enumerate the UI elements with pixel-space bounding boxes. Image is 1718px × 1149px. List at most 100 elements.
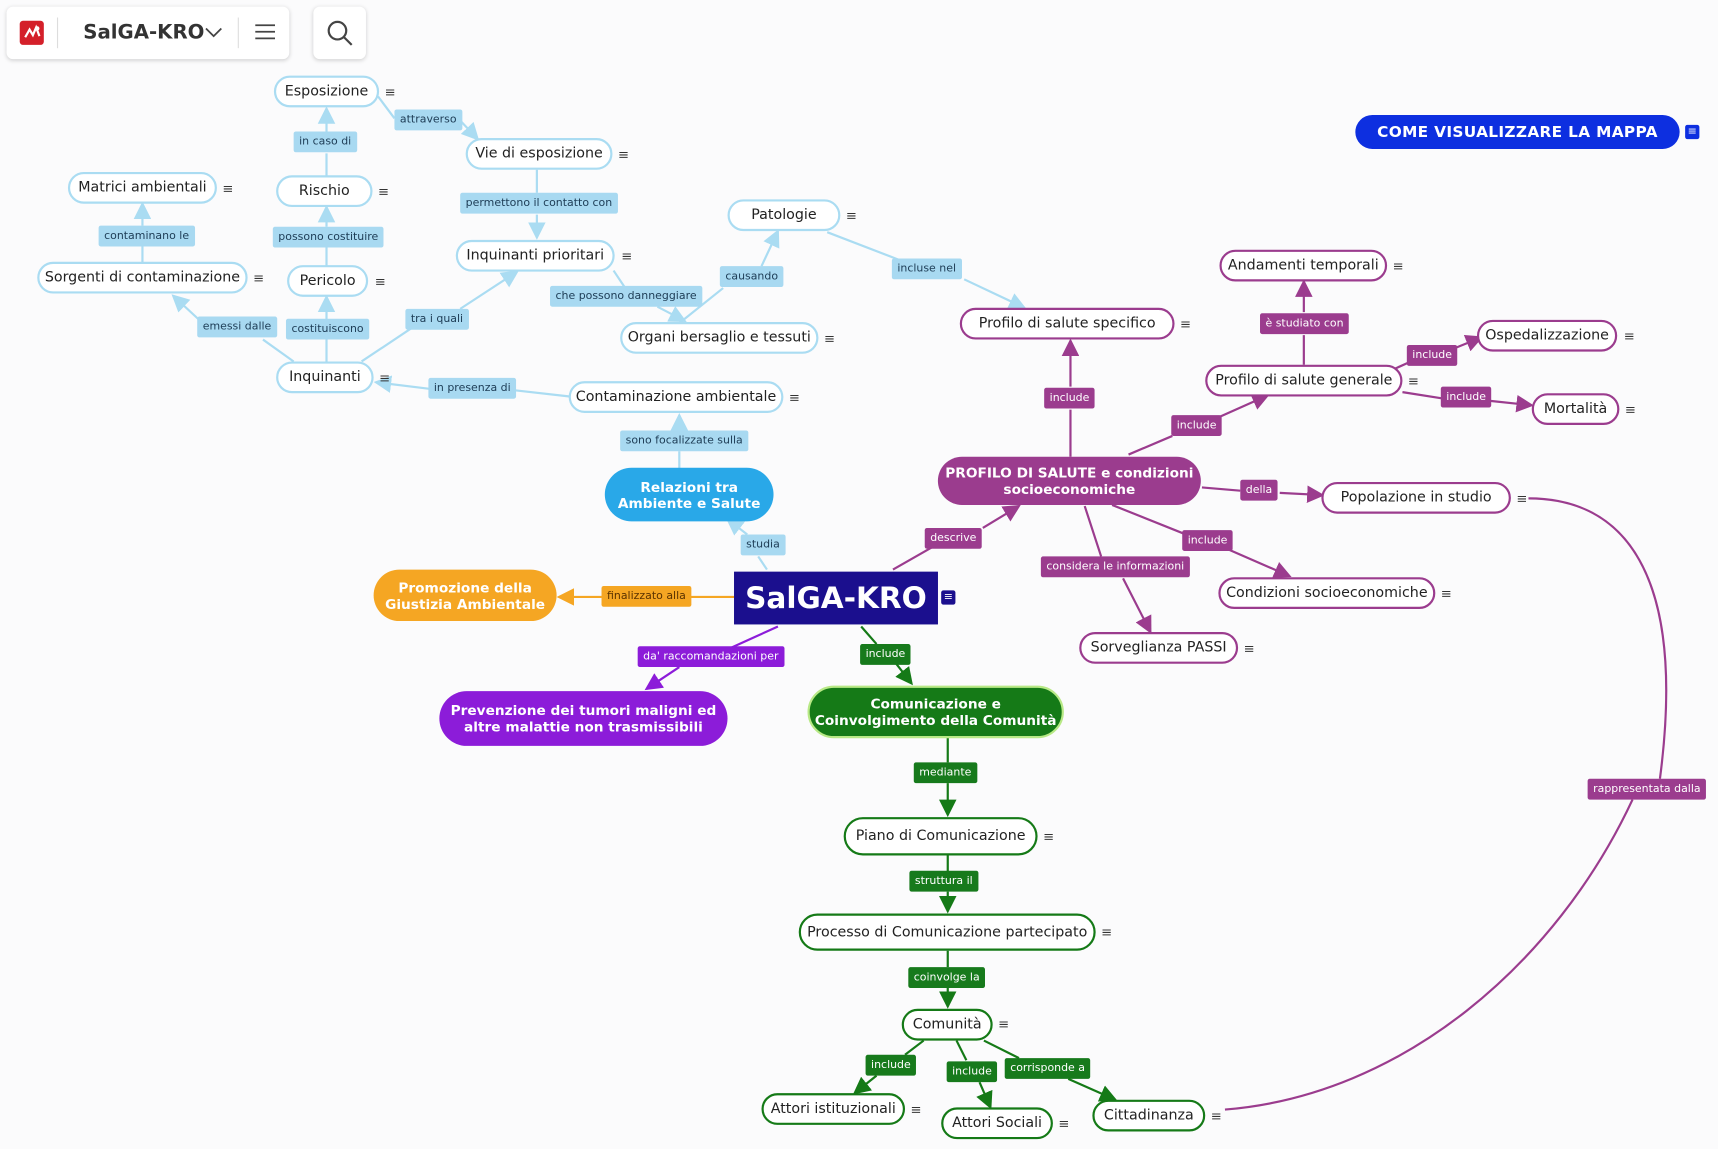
node-matrici[interactable]: Matrici ambientali (67, 171, 217, 204)
node-organi[interactable]: Organi bersaglio e tessuti (620, 322, 819, 354)
link-label-emessi-dalle: emessi dalle (197, 316, 277, 338)
node-vie-esposizione[interactable]: Vie di esposizione (465, 138, 613, 170)
node-menu-icon[interactable]: ≡ (222, 180, 234, 197)
link-include-attori-soc (955, 1040, 991, 1108)
link-label-coinvolge: coinvolge la (908, 967, 986, 988)
link-che-possono (612, 269, 685, 321)
node-menu-icon[interactable]: ≡ (617, 146, 629, 163)
node-menu-icon[interactable]: ≡ (1624, 401, 1636, 418)
node-relazioni[interactable]: Relazioni tra Ambiente e Salute (604, 467, 774, 522)
node-cittadinanza[interactable]: Cittadinanza (1092, 1099, 1206, 1132)
node-contaminazione[interactable]: Contaminazione ambientale (568, 381, 784, 413)
link-label-che-possono: che possono danneggiare (550, 285, 703, 307)
node-ospedalizzazione[interactable]: Ospedalizzazione (1476, 319, 1618, 352)
link-considera (1083, 505, 1151, 632)
link-label-corrisponde: corrisponde a (1004, 1058, 1091, 1079)
link-label-include-comunicazione: include (860, 644, 911, 665)
how-to-view-map-button[interactable]: COME VISUALIZZARE LA MAPPA (1355, 115, 1680, 149)
link-label-incluse-nel: incluse nel (891, 258, 962, 280)
link-label-in-presenza-di: in presenza di (428, 377, 517, 399)
app-logo-icon[interactable] (19, 20, 44, 45)
node-menu-icon[interactable]: ≡ (788, 389, 800, 406)
node-menu-icon[interactable]: ≡ (1407, 373, 1419, 389)
node-inquinanti[interactable]: Inquinanti (276, 361, 374, 394)
node-comunicazione[interactable]: Comunicazione e Coinvolgimento della Com… (807, 685, 1064, 739)
node-sorveglianza[interactable]: Sorveglianza PASSI (1079, 632, 1239, 664)
node-promozione[interactable]: Promozione della Giustizia Ambientale (373, 569, 557, 622)
node-patologie[interactable]: Patologie (727, 199, 841, 232)
node-andamenti[interactable]: Andamenti temporali (1219, 249, 1388, 282)
node-sorgenti[interactable]: Sorgenti di contaminazione (37, 261, 248, 294)
link-include-comunicazione (860, 625, 911, 684)
node-profilo-salute[interactable]: PROFILO DI SALUTE e condizioni socioecon… (937, 456, 1201, 505)
link-label-tra-i-quali: tra i quali (405, 308, 469, 330)
node-comunita[interactable]: Comunità (901, 1008, 993, 1041)
map-button-menu-icon[interactable]: ≡ (1685, 124, 1700, 140)
center-node[interactable]: SalGA-KRO (734, 571, 938, 625)
link-include-condizioni (1111, 503, 1289, 576)
link-label-include-generale: include (1171, 415, 1222, 436)
link-label-include-attori-soc: include (946, 1061, 998, 1083)
node-menu-icon[interactable]: ≡ (1210, 1108, 1222, 1124)
chevron-down-icon[interactable] (204, 22, 224, 46)
center-node-menu-icon[interactable]: ≡ (941, 590, 956, 605)
node-menu-icon[interactable]: ≡ (1623, 328, 1635, 344)
link-include-attori-ist (855, 1039, 925, 1094)
node-menu-icon[interactable]: ≡ (378, 184, 390, 200)
link-rappresentata-lower (1224, 799, 1634, 1111)
node-menu-icon[interactable]: ≡ (823, 330, 835, 347)
node-inquinanti-prioritari[interactable]: Inquinanti prioritari (455, 239, 615, 272)
node-menu-icon[interactable]: ≡ (1043, 829, 1055, 845)
node-profilo-specifico[interactable]: Profilo di salute specifico (959, 307, 1175, 340)
link-label-attraverso: attraverso (394, 109, 463, 131)
search-button[interactable] (313, 6, 366, 60)
link-incluse-nel (826, 231, 1024, 308)
node-mortalita[interactable]: Mortalità (1531, 393, 1620, 425)
hamburger-menu-icon[interactable] (254, 22, 276, 46)
node-menu-icon[interactable]: ≡ (379, 370, 391, 386)
node-menu-icon[interactable]: ≡ (1440, 586, 1452, 602)
node-menu-icon[interactable]: ≡ (845, 208, 857, 224)
node-menu-icon[interactable]: ≡ (1243, 640, 1255, 657)
node-menu-icon[interactable]: ≡ (1180, 316, 1192, 332)
link-label-struttura: struttura il (909, 870, 979, 892)
node-menu-icon[interactable]: ≡ (621, 248, 633, 264)
link-label-della: della (1240, 479, 1278, 501)
node-popolazione[interactable]: Popolazione in studio (1321, 481, 1511, 514)
node-profilo-generale[interactable]: Profilo di salute generale (1205, 364, 1403, 397)
link-label-contaminano: contaminano le (98, 225, 195, 247)
link-rappresentata-upper (1528, 497, 1668, 779)
link-descrive (892, 506, 1019, 571)
node-menu-icon[interactable]: ≡ (374, 273, 386, 290)
node-menu-icon[interactable]: ≡ (253, 270, 265, 286)
node-attori-sociali[interactable]: Attori Sociali (941, 1107, 1053, 1140)
search-icon (327, 20, 353, 46)
link-attraverso (377, 95, 478, 139)
node-menu-icon[interactable]: ≡ (1516, 490, 1528, 507)
top-toolbar: SalGA-KRO (6, 6, 290, 60)
node-menu-icon[interactable]: ≡ (1101, 924, 1113, 940)
node-rischio[interactable]: Rischio (276, 175, 373, 208)
link-label-in-caso-di: in caso di (293, 131, 357, 153)
divider (237, 17, 239, 49)
node-condizioni[interactable]: Condizioni socioeconomiche (1218, 577, 1436, 610)
node-pericolo[interactable]: Pericolo (287, 265, 369, 297)
node-menu-icon[interactable]: ≡ (1058, 1116, 1070, 1132)
node-menu-icon[interactable]: ≡ (384, 84, 396, 100)
node-attori-istituzionali[interactable]: Attori istituzionali (761, 1093, 906, 1125)
node-piano[interactable]: Piano di Comunicazione (843, 817, 1038, 856)
node-esposizione[interactable]: Esposizione (273, 75, 380, 108)
node-prevenzione[interactable]: Prevenzione dei tumori maligni ed altre … (439, 691, 728, 746)
node-menu-icon[interactable]: ≡ (910, 1101, 922, 1118)
link-include-mortal (1402, 392, 1531, 405)
link-label-rappresentata: rappresentata dalla (1587, 778, 1707, 800)
link-label-include-specifico: include (1044, 387, 1095, 409)
node-menu-icon[interactable]: ≡ (1392, 258, 1404, 274)
map-title[interactable]: SalGA-KRO (83, 20, 205, 44)
node-processo[interactable]: Processo di Comunicazione partecipato (798, 913, 1096, 951)
link-label-include-attori-ist: include (865, 1054, 917, 1076)
link-label-studia: studia (740, 534, 786, 556)
node-menu-icon[interactable]: ≡ (998, 1016, 1010, 1032)
